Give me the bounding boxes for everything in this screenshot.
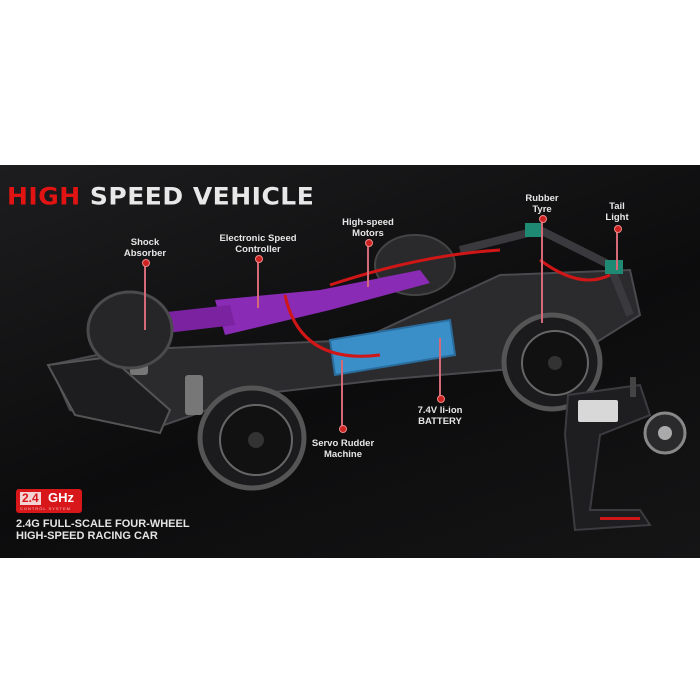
callout-text: Tail Light [605, 201, 629, 223]
tail-light-board-2 [525, 223, 541, 237]
callout-rubber-tyre: Rubber Tyre [525, 193, 558, 215]
callout-dot [614, 225, 622, 233]
callout-motors: High-speed Motors [342, 217, 394, 239]
badge-unit: GHz [48, 490, 74, 505]
callout-esc: Electronic Speed Controller [219, 233, 296, 255]
callout-tail-light: Tail Light [605, 201, 628, 223]
badge-caption: CONTROL SYSTEM [20, 506, 71, 511]
callout-dot [142, 259, 150, 267]
callout-servo: Servo Rudder Machine [312, 438, 374, 460]
red-wires [283, 248, 611, 358]
callout-dot [539, 215, 547, 223]
title-highlight: HIGH [7, 182, 81, 211]
product-subtitle: 2.4G FULL-SCALE FOUR-WHEEL HIGH-SPEED RA… [16, 518, 190, 542]
callout-dot [339, 425, 347, 433]
battery-pack [328, 318, 457, 377]
callout-text: Rubber Tyre [525, 193, 559, 215]
badge-frequency: 2.4 [20, 491, 41, 505]
front-bumper [46, 355, 172, 435]
front-shock-spring-2 [185, 375, 203, 415]
purple-top-deck [215, 270, 430, 335]
callout-dot [365, 239, 373, 247]
rear-right-wheel [501, 312, 603, 412]
callout-line [616, 228, 618, 270]
callout-line [541, 218, 543, 323]
banner-title: HIGH SPEED VEHICLE [7, 183, 314, 211]
rear-frame [459, 225, 634, 317]
callout-text: Shock Absorber [123, 237, 167, 259]
callout-text: 7.4V li-ion BATTERY [417, 405, 463, 427]
front-right-wheel [197, 385, 307, 491]
title-rest: SPEED VEHICLE [80, 182, 315, 211]
callout-dot [255, 255, 263, 263]
2-4ghz-badge-logo: 2.4 GHz CONTROL SYSTEM [16, 489, 82, 513]
callout-text: High-speed Motors [342, 217, 394, 239]
callout-line [439, 338, 441, 398]
remote-controller [563, 377, 687, 532]
callout-dot [437, 395, 445, 403]
tail-light-board [605, 260, 623, 274]
rc-car-chassis-image [46, 223, 687, 532]
callout-text: Electronic Speed Controller [219, 233, 297, 255]
callout-line [257, 258, 259, 308]
callout-battery: 7.4V li-ion BATTERY [418, 405, 463, 427]
callout-line [341, 360, 343, 428]
callout-line [367, 242, 369, 287]
front-left-wheel [86, 290, 174, 370]
subtitle-line-2: HIGH-SPEED RACING CAR [16, 530, 158, 542]
callout-shock-absorber: Shock Absorber [124, 237, 166, 259]
subtitle-line-1: 2.4G FULL-SCALE FOUR-WHEEL [16, 518, 190, 530]
callout-line [144, 262, 146, 330]
callout-text: Servo Rudder Machine [311, 438, 375, 460]
